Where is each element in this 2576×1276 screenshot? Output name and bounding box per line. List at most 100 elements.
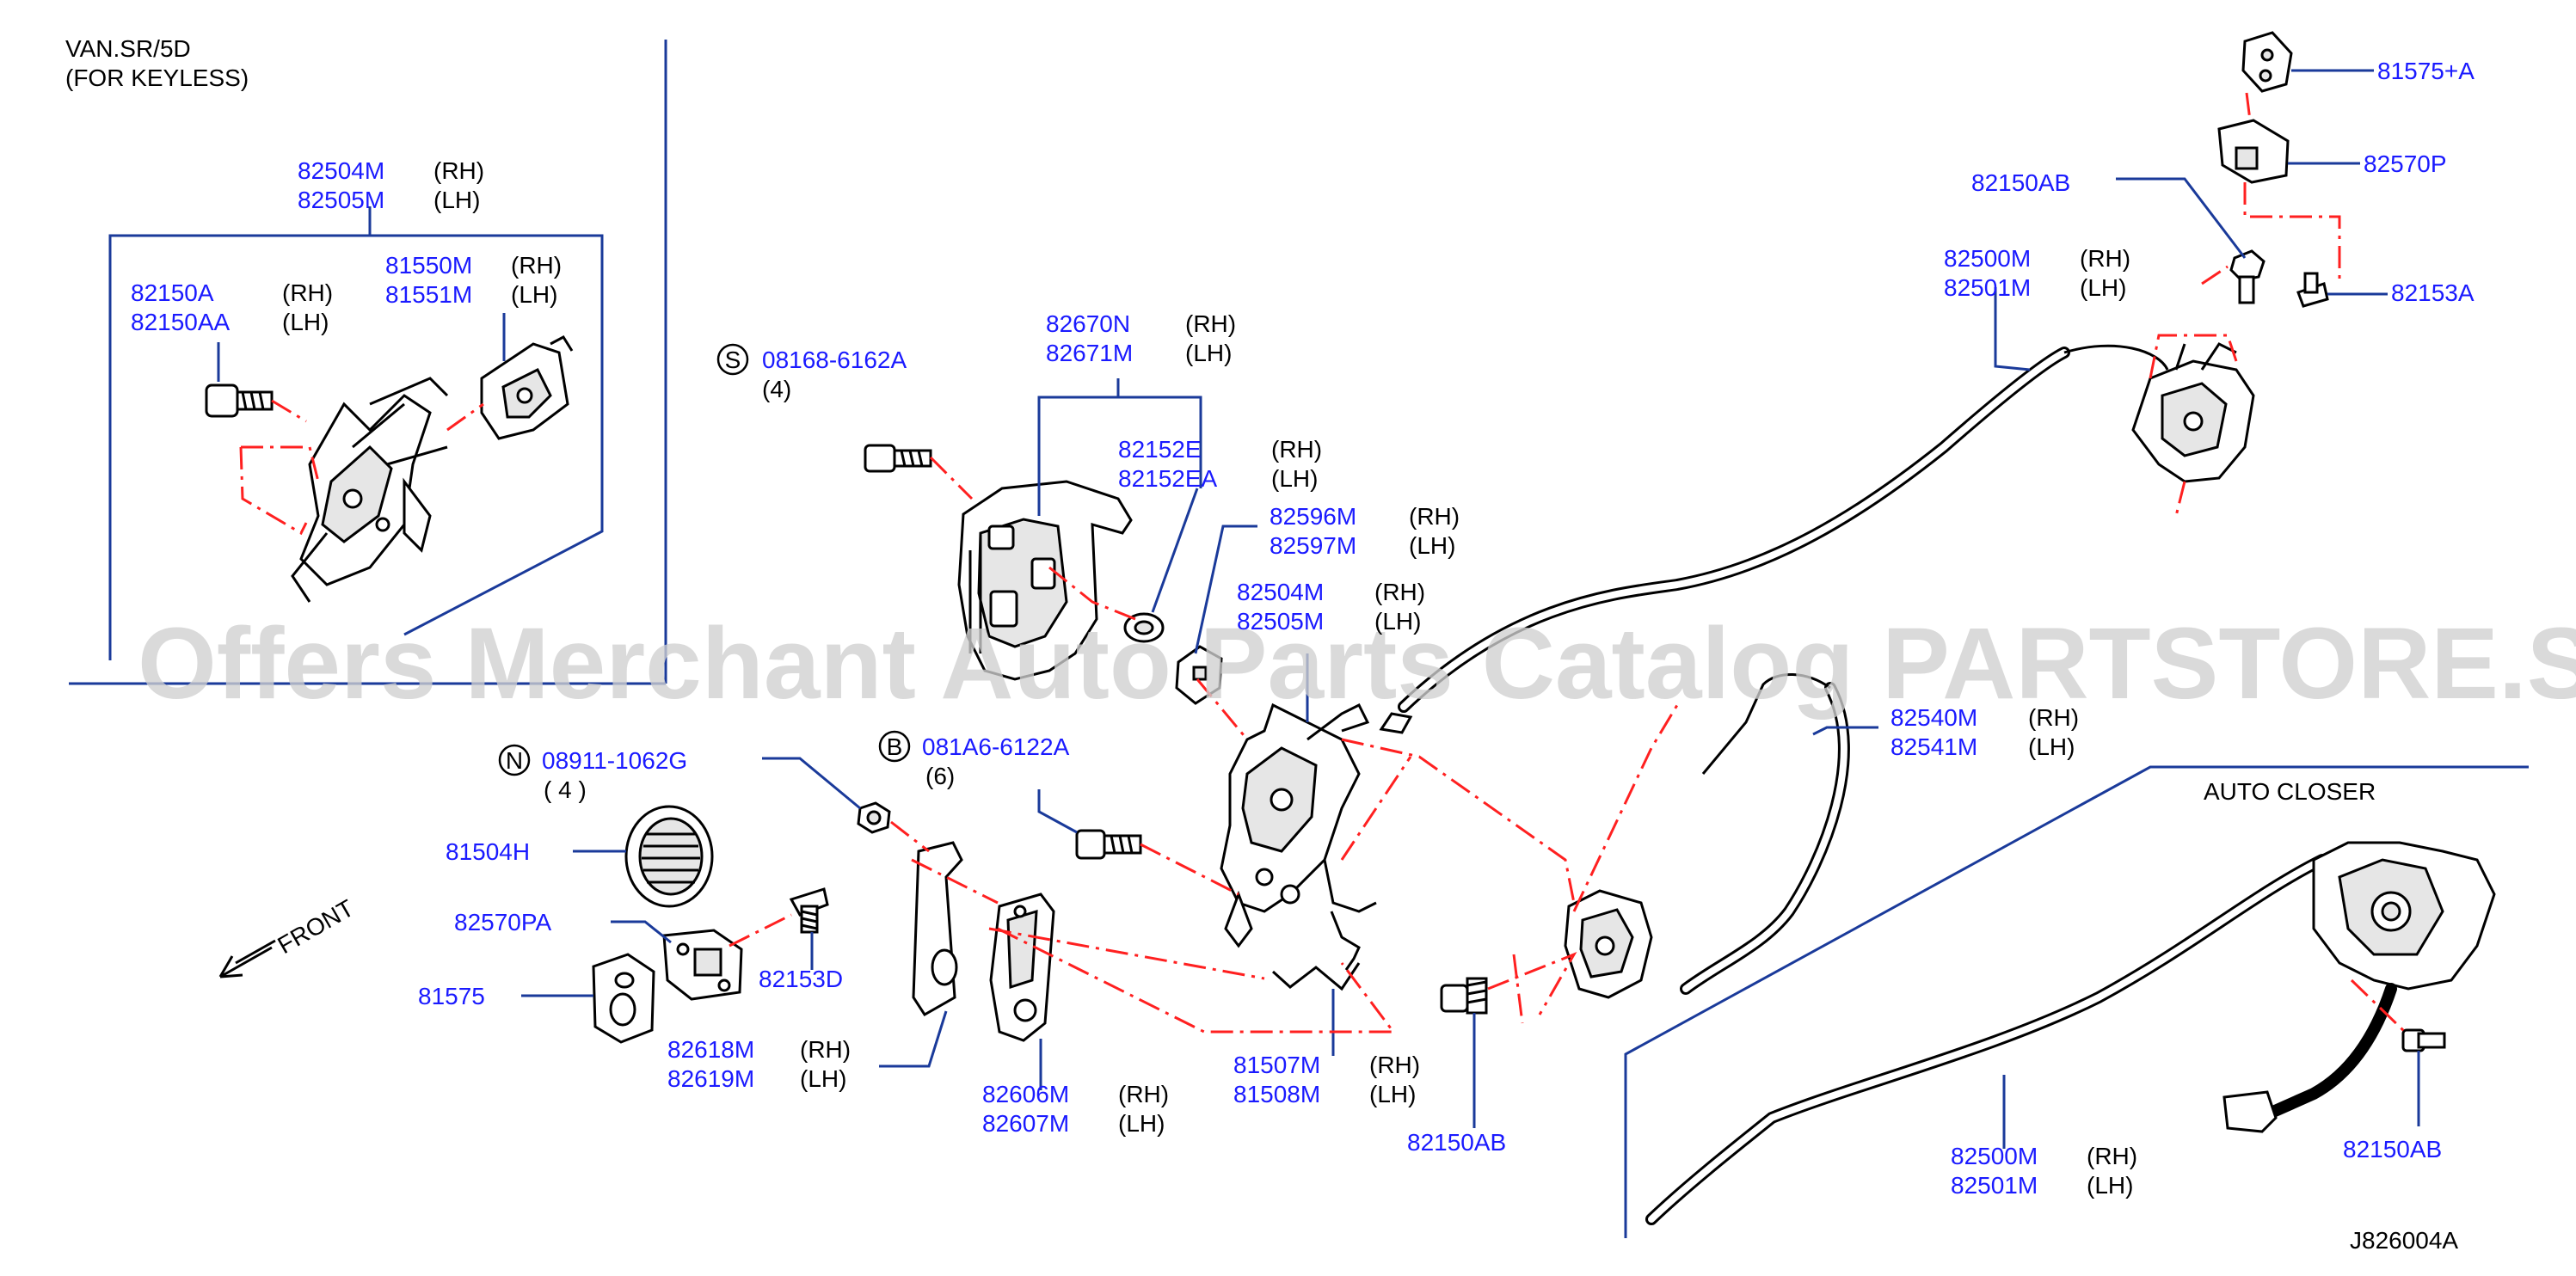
callout-c24-side-2: (LH) [2080,274,2126,301]
inset-latch-assembly [205,335,574,603]
callout-c19-part-2[interactable]: 82541M [1891,733,1977,760]
inset-title-keyless: (FOR KEYLESS) [65,64,249,91]
latch-82540m-end [1564,889,1653,999]
callout-c5-part-2[interactable]: 82671M [1046,340,1133,366]
callout-c17-side-2: (LH) [1369,1081,1416,1107]
main-door-latch [1220,653,1377,948]
callout-c19-part-1[interactable]: 82540M [1891,704,1977,731]
latch-bolt-081a6 [1075,829,1142,860]
shim-81575a [2241,31,2293,93]
callout-c5-side-1: (RH) [1185,310,1236,337]
callout-c1-part-2[interactable]: 82505M [298,187,384,213]
callout-c6-part-2[interactable]: 82152EA [1118,465,1218,492]
callout-c25-side-1: (RH) [2087,1143,2137,1169]
callout-c6-side-1: (RH) [1271,436,1322,463]
striker-82570pa [662,929,743,1001]
callout-c9-symbol-circle [498,744,531,776]
callout-c19-side-2: (LH) [2028,733,2075,760]
bolt-82150ab-center [1440,977,1488,1015]
callout-c10-symbol: B [887,733,903,760]
callout-c13-part-1[interactable]: 81575 [418,983,485,1009]
callout-c9-part-1[interactable]: 08911-1062G [542,747,687,774]
callout-c2-side-2: (LH) [511,281,557,308]
leader-lines [217,69,2420,1149]
callout-c2-part-2[interactable]: 81551M [385,281,472,308]
rod-clip-part [1175,645,1223,705]
front-arrow [218,939,276,978]
screw-82153a [2296,272,2329,308]
gasket-plate [912,841,963,1017]
callout-c18-part-1[interactable]: 82150AB [1407,1129,1506,1156]
callout-c4-qty: (4) [762,376,791,402]
callout-c15-side-2: (LH) [800,1065,846,1092]
callout-c14-part-1[interactable]: 82153D [759,966,843,992]
callout-c8-side-1: (RH) [1374,579,1425,605]
callout-c16-part-2[interactable]: 82607M [982,1110,1069,1137]
auto-closer-label: AUTO CLOSER [2204,778,2376,805]
callout-c5-side-2: (LH) [1185,340,1232,366]
callout-c25-part-2[interactable]: 82501M [1951,1172,2038,1199]
callout-c9-symbol: N [506,747,523,774]
callout-c3-side-1: (RH) [282,279,333,306]
callout-c22-part-1[interactable]: 82150AB [1971,169,2070,196]
callout-c24-part-1[interactable]: 82500M [1944,245,2031,272]
inset-keyless: VAN.SR/5D (FOR KEYLESS) [65,35,667,685]
callout-c15-part-2[interactable]: 82619M [667,1065,754,1092]
figure-code: J826004A [2350,1227,2458,1254]
callout-c1-side-1: (RH) [433,157,484,184]
callout-c4-symbol: S [725,347,741,373]
grommet-81504h [624,805,714,908]
callout-c1-side-2: (LH) [433,187,480,213]
bushing-part [1123,612,1165,643]
callout-c8-side-2: (LH) [1374,608,1421,635]
callout-c25-part-1[interactable]: 82500M [1951,1143,2038,1169]
callout-c17-part-1[interactable]: 81507M [1233,1052,1320,1078]
callout-c16-part-1[interactable]: 82606M [982,1081,1069,1107]
callout-c6-part-1[interactable]: 82152E [1118,436,1202,463]
callout-c10-part-1[interactable]: 081A6-6122A [922,733,1070,760]
label-group: 82504M (RH) 82505M (LH) 81550M (RH) 8155… [131,58,2475,1254]
callout-c3-part-1[interactable]: 82150A [131,279,214,306]
callout-c7-part-1[interactable]: 82596M [1270,503,1356,530]
inset-bolt [205,383,274,418]
callout-c6-side-2: (LH) [1271,465,1318,492]
shim-81575 [592,953,655,1044]
callout-c4-part-1[interactable]: 08168-6162A [762,347,907,373]
striker-82570p [2217,119,2290,184]
callout-c8-part-1[interactable]: 82504M [1237,579,1324,605]
callout-c7-part-2[interactable]: 82597M [1270,532,1356,559]
callout-c11-part-1[interactable]: 81504H [446,838,530,865]
callout-c17-part-2[interactable]: 81508M [1233,1081,1320,1107]
watermark: Offers Merchant Auto Parts Catalog PARTS… [138,607,2576,721]
bolt-82150ab-top [2229,249,2266,304]
rear-latch-top [2131,342,2255,483]
nut-08911 [857,801,891,834]
assembly-dash-lines [729,92,2407,1034]
callout-c15-side-1: (RH) [800,1036,851,1063]
screw-82153d [789,887,829,934]
callout-c7-side-2: (LH) [1409,532,1455,559]
callout-c16-side-2: (LH) [1118,1110,1165,1137]
callout-c12-part-1[interactable]: 82570PA [454,909,551,936]
callout-c4-symbol-circle [716,343,749,376]
callout-c17-side-1: (RH) [1369,1052,1420,1078]
callout-c7-side-1: (RH) [1409,503,1460,530]
callout-c3-part-2[interactable]: 82150AA [131,309,231,335]
callout-c8-part-2[interactable]: 82505M [1237,608,1324,635]
callout-c15-part-1[interactable]: 82618M [667,1036,754,1063]
callout-c5-part-1[interactable]: 82670N [1046,310,1130,337]
link-rod [1271,911,1361,991]
callout-c2-side-1: (RH) [511,252,562,279]
callout-c24-part-2[interactable]: 82501M [1944,274,2031,301]
callout-c1-part-1[interactable]: 82504M [298,157,384,184]
callout-c16-side-1: (RH) [1118,1081,1169,1107]
auto-closer-section [1624,765,2529,1238]
callout-c23-part-1[interactable]: 82153A [2391,279,2475,306]
callout-c9-qty: ( 4 ) [544,776,587,803]
callout-c26-part-1[interactable]: 82150AB [2343,1136,2442,1163]
callout-c2-part-1[interactable]: 81550M [385,252,472,279]
callout-c20-part-1[interactable]: 81575+A [2377,58,2475,84]
callout-c21-part-1[interactable]: 82570P [2364,150,2447,177]
cable-82540m [1680,673,1850,995]
striker-housing [989,893,1055,1042]
